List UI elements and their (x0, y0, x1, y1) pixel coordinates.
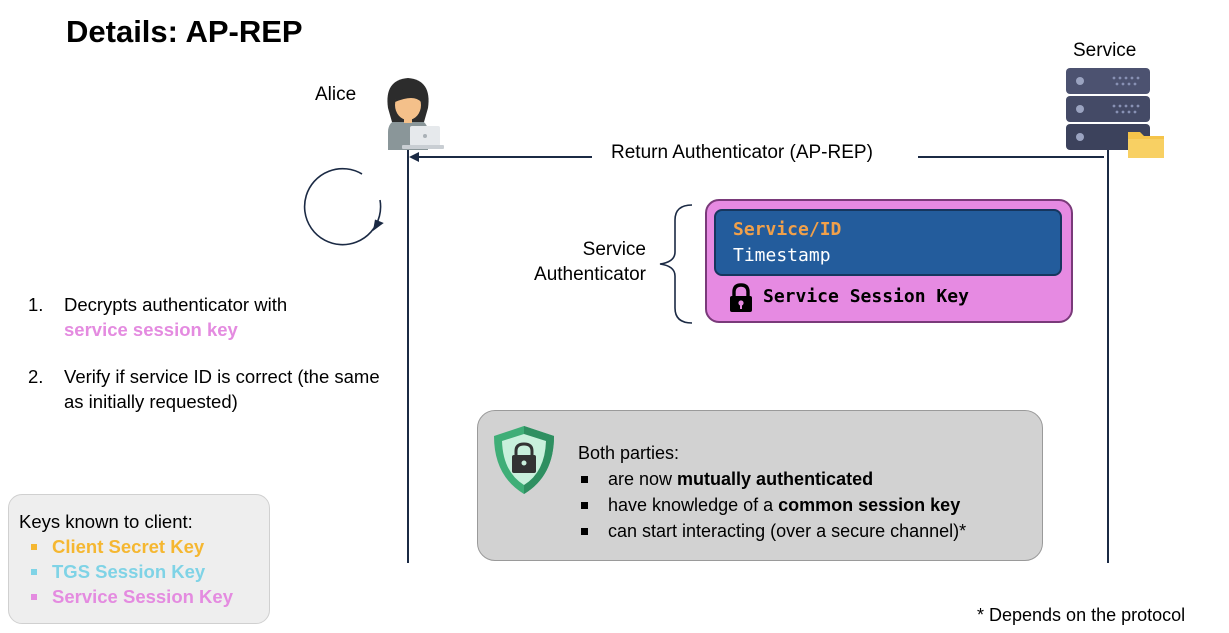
folder-icon (1128, 132, 1164, 158)
server-stack-icon (1066, 68, 1166, 160)
step-number: 2. (28, 366, 44, 387)
step-number: 1. (28, 294, 44, 315)
authenticator-content-box (714, 209, 1062, 276)
key-item: TGS Session Key (19, 559, 269, 584)
authenticator-label-line2: Authenticator (534, 264, 646, 285)
refresh-cycle-icon (303, 167, 384, 246)
steps-list: 1. Decrypts authenticator with service s… (28, 292, 388, 436)
authenticator-label-line1: Service (582, 239, 646, 260)
authenticator-label: Service Authenticator (518, 237, 646, 287)
step-text: Verify if service ID is correct (the sam… (64, 366, 380, 412)
client-keys-box (8, 494, 270, 624)
message-arrowhead (409, 152, 419, 162)
field-timestamp: Timestamp (733, 245, 831, 266)
field-service-id: Service/ID (733, 219, 842, 240)
page-title: Details: AP-REP (66, 14, 303, 49)
step-highlight: service session key (64, 319, 238, 340)
result-bullet: have knowledge of a common session key (578, 492, 1038, 518)
result-box (477, 410, 1043, 561)
result-heading: Both parties: (578, 443, 680, 463)
step-text: Decrypts authenticator with (64, 294, 288, 315)
result-bullet: can start interacting (over a secure cha… (578, 518, 1038, 544)
step-2: 2. Verify if service ID is correct (the … (28, 364, 388, 414)
footnote: * Depends on the protocol (977, 605, 1186, 625)
client-name: Alice (315, 84, 357, 105)
result-bullet: are now mutually authenticated (578, 466, 1038, 492)
message-label: Return Authenticator (AP-REP) (611, 142, 873, 163)
client-keys-list: Keys known to client: Client Secret Key … (19, 509, 269, 609)
server-name: Service (1073, 40, 1137, 61)
alice-avatar-icon (374, 72, 446, 152)
shield-lock-icon (492, 424, 556, 496)
result-text: Both parties: are now mutually authentic… (578, 440, 1038, 544)
authenticator-brace (659, 204, 693, 324)
keys-heading: Keys known to client: (19, 511, 193, 532)
padlock-icon (729, 283, 753, 313)
step-1: 1. Decrypts authenticator with service s… (28, 292, 388, 342)
key-item: Client Secret Key (19, 534, 269, 559)
encryption-key-label: Service Session Key (763, 286, 969, 307)
key-item: Service Session Key (19, 584, 269, 609)
